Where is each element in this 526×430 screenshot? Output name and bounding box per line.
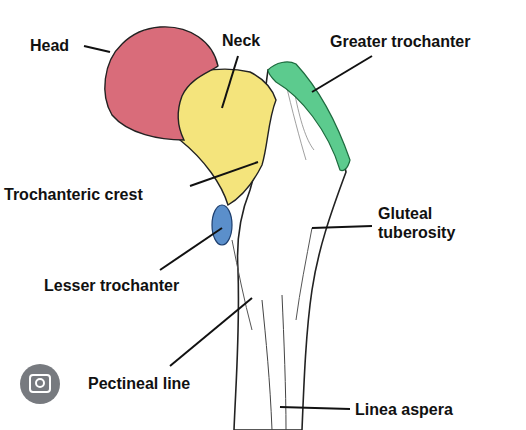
leader-line: [170, 298, 252, 366]
lesser-trochanter: [212, 205, 232, 245]
part-label: Linea aspera: [355, 400, 505, 419]
leader-line: [160, 228, 222, 270]
part-label: Head: [30, 36, 90, 55]
part-label: Neck: [222, 31, 282, 50]
part-label: Greater trochanter: [330, 32, 510, 51]
lens-icon: [20, 364, 60, 404]
femur-head: [105, 27, 218, 140]
shaft-ridge: [232, 240, 252, 330]
part-label: Gluteal tuberosity: [378, 204, 478, 242]
leader-line: [84, 46, 110, 52]
part-label: Pectineal line: [88, 374, 228, 393]
part-label: Lesser trochanter: [44, 276, 224, 295]
shaft-ridge: [282, 295, 286, 430]
shaft-ridge: [296, 228, 312, 320]
leader-line: [312, 226, 372, 228]
shaft-ridge: [262, 300, 272, 430]
part-label: Trochanteric crest: [4, 185, 194, 204]
leader-line: [222, 56, 238, 108]
leader-line: [280, 407, 350, 409]
greater-trochanter: [268, 62, 350, 171]
leader-line: [312, 56, 372, 92]
leader-line: [190, 162, 258, 186]
